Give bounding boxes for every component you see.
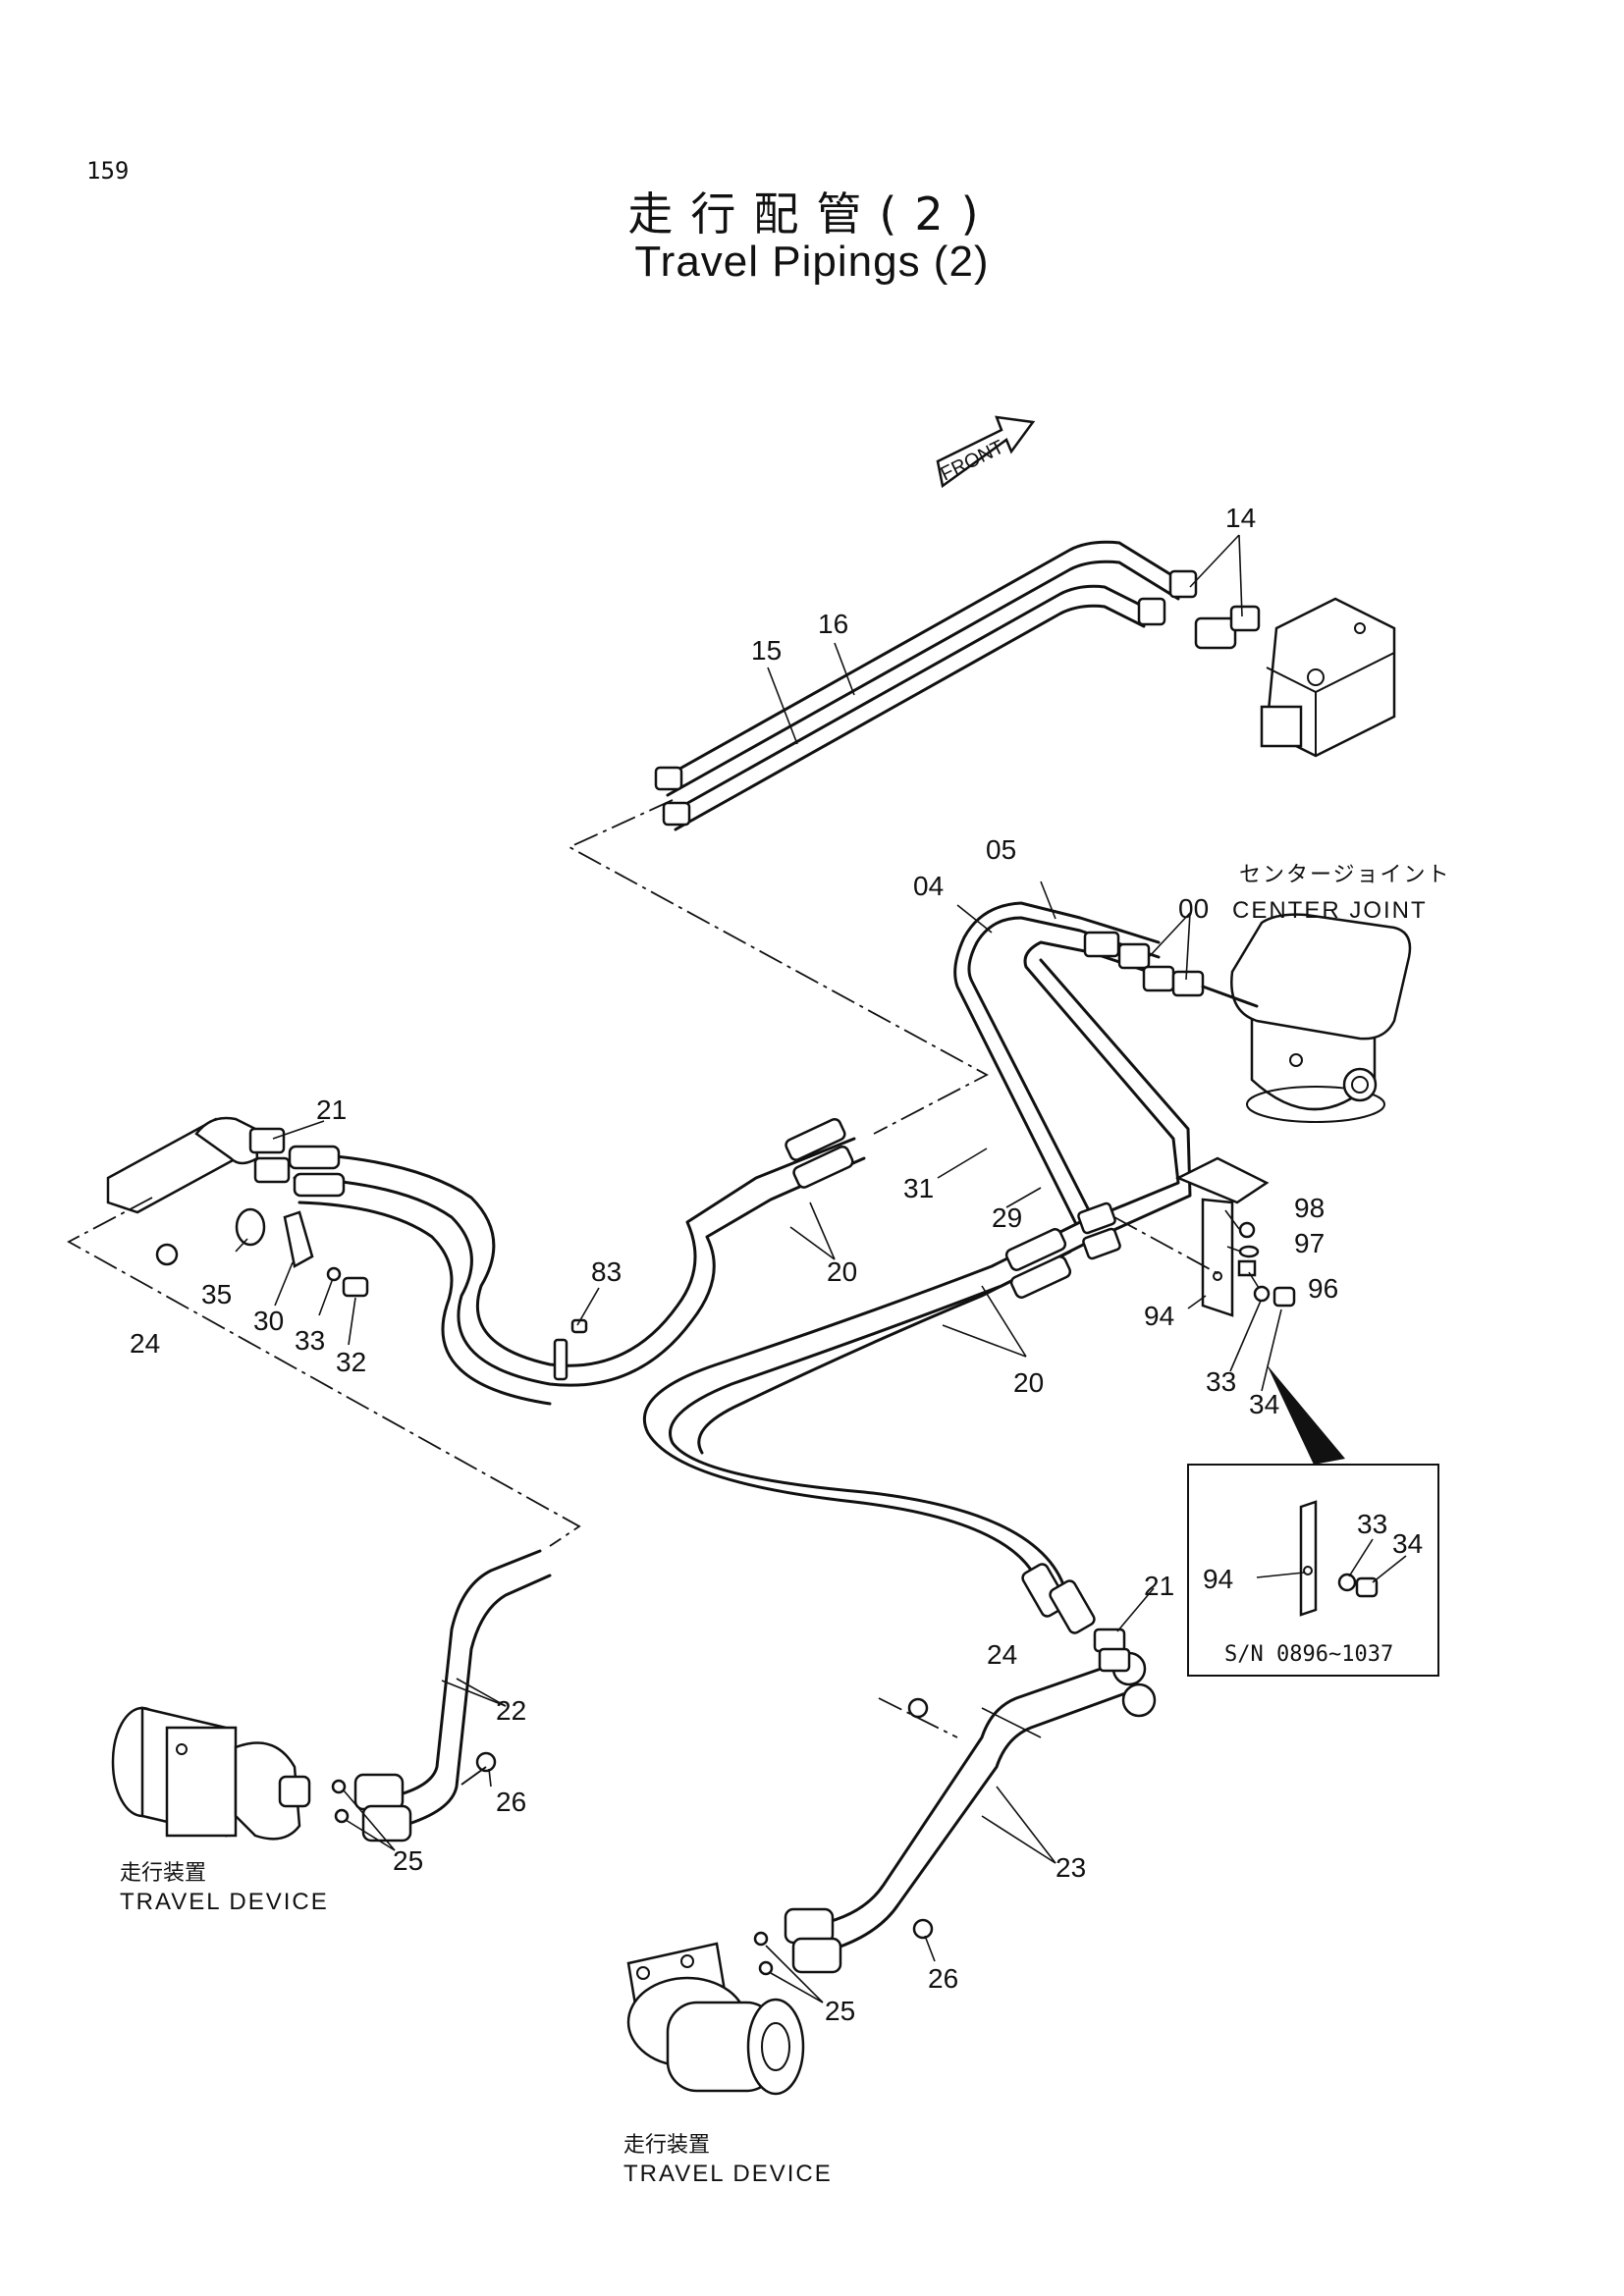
callout-35: 35	[201, 1279, 232, 1309]
callout-96: 96	[1308, 1273, 1338, 1304]
callout-26-right: 26	[928, 1963, 958, 1994]
leader-lines	[235, 534, 1282, 2003]
callout-04: 04	[913, 871, 944, 901]
callout-94: 94	[1144, 1301, 1174, 1331]
callout-20-lower: 20	[1013, 1367, 1044, 1398]
control-valve	[1260, 597, 1396, 758]
travel-device-right-jp: 走行装置	[623, 2133, 710, 2158]
callout-16: 16	[818, 609, 848, 639]
hose-20-lower	[642, 1201, 1121, 1634]
page-number: 159	[86, 157, 130, 185]
callout-00: 00	[1178, 893, 1209, 924]
center-joint-label-jp: センタージョイント	[1239, 863, 1451, 887]
callout-97: 97	[1294, 1228, 1325, 1258]
callout-25-right: 25	[825, 1996, 855, 2026]
travel-motor-right	[626, 1942, 805, 2096]
front-arrow-icon: FRONT	[936, 415, 1036, 489]
inset-callout-94: 94	[1203, 1564, 1233, 1594]
pipe-15-16	[654, 540, 1261, 831]
callout-83: 83	[591, 1256, 622, 1287]
callout-29: 29	[992, 1202, 1022, 1233]
pipe-23-right	[753, 1628, 1157, 1976]
reference-lines	[67, 799, 1223, 1738]
callout-23: 23	[1056, 1852, 1086, 1883]
travel-device-left-en: TRAVEL DEVICE	[120, 1889, 329, 1915]
callout-26-left: 26	[496, 1787, 526, 1817]
callout-25-left: 25	[393, 1845, 423, 1876]
callout-24-left: 24	[130, 1328, 160, 1359]
callout-34: 34	[1249, 1389, 1279, 1419]
inset-detail	[1187, 1364, 1439, 1677]
inset-callout-33: 33	[1357, 1509, 1387, 1539]
pipe-22-left	[331, 1549, 552, 1842]
callout-20-upper: 20	[827, 1256, 857, 1287]
center-joint-label-en: CENTER JOINT	[1232, 897, 1428, 924]
callout-21-left: 21	[316, 1095, 347, 1125]
travel-device-left-jp: 走行装置	[120, 1861, 206, 1886]
travel-device-right-en: TRAVEL DEVICE	[623, 2161, 833, 2187]
callout-22: 22	[496, 1695, 526, 1726]
callout-05: 05	[986, 834, 1016, 865]
callout-32: 32	[336, 1347, 366, 1377]
hose-20-upper	[288, 1117, 866, 1406]
center-joint	[1230, 913, 1412, 1123]
bracket-94	[1174, 1156, 1296, 1317]
title-english: Travel Pipings (2)	[634, 238, 990, 286]
callout-labels: 14 15 16 04 05 00 センタージョイント CENTER JOINT…	[120, 503, 1451, 2187]
callout-33-left: 33	[295, 1325, 325, 1356]
pipe-04-05	[953, 901, 1259, 1234]
callout-15: 15	[751, 635, 782, 666]
callout-14: 14	[1225, 503, 1256, 533]
callout-30: 30	[253, 1306, 284, 1336]
callout-21-right: 21	[1144, 1571, 1174, 1601]
callout-33-right: 33	[1206, 1366, 1236, 1397]
inset-serial-range: S/N 0896~1037	[1224, 1642, 1393, 1667]
left-pipe-assembly	[106, 1116, 369, 1298]
travel-motor-left	[111, 1706, 311, 1841]
callout-98: 98	[1294, 1193, 1325, 1223]
inset-callout-34: 34	[1392, 1528, 1423, 1559]
callout-24-right: 24	[987, 1639, 1017, 1670]
title-japanese: 走行配管(2)	[627, 187, 997, 240]
callout-31: 31	[903, 1173, 934, 1203]
